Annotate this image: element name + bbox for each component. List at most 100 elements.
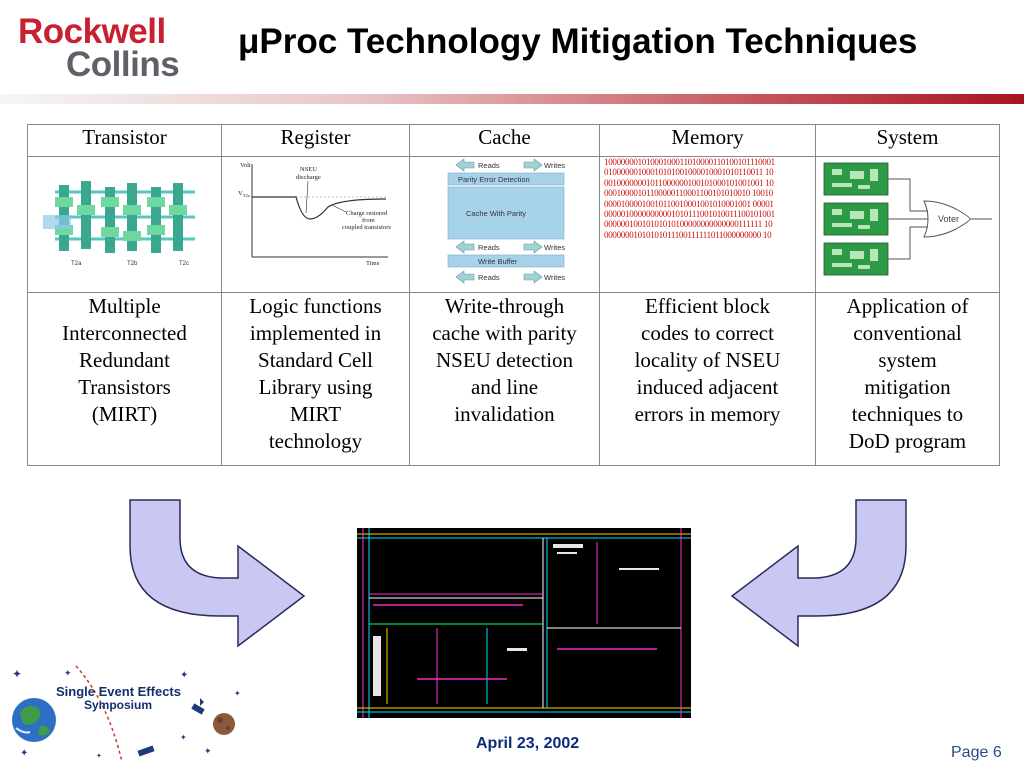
- desc-line: system: [878, 348, 937, 372]
- desc-memory: Efficient block codes to correct localit…: [599, 292, 816, 466]
- cache-with-parity-label: Cache With Parity: [466, 209, 526, 218]
- svg-text:✦: ✦: [20, 748, 28, 759]
- vt2a-label: VT2a: [238, 190, 250, 198]
- from-label: from: [362, 217, 375, 224]
- desc-line: techniques to: [851, 402, 964, 426]
- presentation-date: April 23, 2002: [476, 735, 580, 752]
- desc-line: cache with parity: [432, 321, 577, 345]
- transistor-layout-figure: T2a T2b T2c: [38, 173, 211, 267]
- memory-figure-cell: 1000000010100010001101000011010010111000…: [599, 156, 816, 293]
- desc-line: Standard Cell: [258, 348, 373, 372]
- voter-label: Voter: [938, 214, 959, 224]
- mitigation-table: Transistor Register Cache Memory System: [27, 124, 1000, 466]
- svg-text:✦: ✦: [180, 670, 188, 681]
- voter-system-diagram: Voter: [823, 162, 992, 276]
- cache-diagram: Reads Writes Parity Error Detection Cach…: [447, 158, 565, 284]
- microprocessor-die-image: [357, 528, 691, 718]
- desc-line: locality of NSEU: [634, 348, 781, 372]
- rockwell-collins-logo: Rockwell Collins: [18, 14, 208, 84]
- logo-line1: Rockwell: [18, 12, 166, 51]
- desc-register: Logic functions implemented in Standard …: [221, 292, 410, 466]
- svg-text:✦: ✦: [204, 746, 212, 756]
- desc-line: conventional: [853, 321, 962, 345]
- desc-line: (MIRT): [91, 402, 158, 426]
- desc-line: Redundant: [79, 348, 170, 372]
- writes-label-mid: Writes: [544, 243, 565, 252]
- desc-line: Transistors: [78, 375, 171, 399]
- page-title: μProc Technology Mitigation Techniques: [238, 22, 917, 62]
- write-buffer-label: Write Buffer: [478, 257, 518, 266]
- desc-line: codes to correct: [641, 321, 774, 345]
- desc-system: Application of conventional system mitig…: [815, 292, 1000, 466]
- transistor-figure-cell: T2a T2b T2c: [27, 156, 222, 293]
- t2c-label: T2c: [179, 261, 189, 267]
- title-divider: [0, 94, 1024, 104]
- cache-figure-cell: Reads Writes Parity Error Detection Cach…: [409, 156, 600, 293]
- reads-label-bottom: Reads: [478, 273, 500, 282]
- see-line1: Single Event Effects: [56, 684, 181, 699]
- nseu-discharge-graph: Volts VT2a NSEU discharge Charge restore…: [238, 162, 391, 267]
- memory-row: 00001000010010110010001001010001001 0000…: [604, 198, 774, 209]
- see-symposium-logo: ✦ ✦ ✦ ✦ ✦ ✦ ✦ ✦ Single Event Effects Sym…: [4, 662, 244, 766]
- charge-restored-label: Charge restored: [346, 210, 388, 217]
- desc-line: technology: [268, 429, 363, 453]
- desc-line: invalidation: [454, 402, 555, 426]
- desc-line: DoD program: [848, 429, 967, 453]
- desc-line: NSEU detection: [435, 348, 574, 372]
- parity-error-label: Parity Error Detection: [458, 175, 530, 184]
- nseu-label: NSEU: [300, 166, 317, 173]
- memory-row: 00010000101100000110001100101010010 1001…: [604, 188, 773, 199]
- volts-label: Volts: [240, 162, 254, 169]
- memory-row: 1000000010100010001101000011010010111000…: [604, 157, 775, 167]
- header-register: Register: [221, 124, 410, 157]
- desc-line: Interconnected: [62, 321, 187, 345]
- discharge-label: discharge: [296, 174, 321, 181]
- reads-label-mid: Reads: [478, 243, 500, 252]
- see-logo-graphic: ✦ ✦ ✦ ✦ ✦ ✦ ✦ ✦: [12, 665, 241, 763]
- memory-row: 01000000100010101001000010001010110011 1…: [604, 167, 774, 178]
- t2a-label: T2a: [71, 261, 82, 267]
- mu-symbol: μ: [238, 22, 260, 61]
- desc-line: implemented in: [249, 321, 382, 345]
- svg-text:✦: ✦: [12, 667, 22, 681]
- desc-line: Write-through: [444, 294, 565, 318]
- time-label: Time: [366, 260, 380, 267]
- desc-line: mitigation: [864, 375, 951, 399]
- desc-line: Library using: [258, 375, 373, 399]
- right-curved-arrow: [730, 499, 907, 648]
- desc-transistor: Multiple Interconnected Redundant Transi…: [27, 292, 222, 466]
- memory-row: 00000010010101010100000000000000111111 1…: [604, 219, 773, 230]
- svg-text:✦: ✦: [64, 668, 72, 678]
- title-text: Proc Technology Mitigation Techniques: [259, 22, 918, 61]
- desc-line: Logic functions: [249, 294, 382, 318]
- desc-line: Efficient block: [645, 294, 770, 318]
- memory-bit-grid: 1000000010100010001101000011010010111000…: [600, 157, 815, 240]
- desc-line: errors in memory: [634, 402, 781, 426]
- left-curved-arrow: [129, 499, 306, 648]
- page-number: Page 6: [951, 744, 1002, 761]
- header-transistor: Transistor: [27, 124, 222, 157]
- desc-line: Application of: [846, 294, 969, 318]
- header-cache: Cache: [409, 124, 600, 157]
- desc-cache: Write-through cache with parity NSEU det…: [409, 292, 600, 466]
- coupled-transistors-label: coupled transistors: [342, 224, 391, 231]
- header-system: System: [815, 124, 1000, 157]
- writes-label-bottom: Writes: [544, 273, 565, 282]
- system-figure-cell: Voter: [815, 156, 1000, 293]
- reads-label-top: Reads: [478, 161, 500, 170]
- writes-label-top: Writes: [544, 161, 565, 170]
- t2b-label: T2b: [127, 261, 138, 267]
- header-memory: Memory: [599, 124, 816, 157]
- register-figure-cell: Volts VT2a NSEU discharge Charge restore…: [221, 156, 410, 293]
- memory-row: 0000010000000000101011100101001110010100…: [604, 209, 775, 220]
- see-line2: Symposium: [84, 698, 153, 712]
- svg-text:✦: ✦: [234, 689, 241, 698]
- desc-line: and line: [470, 375, 539, 399]
- desc-line: induced adjacent: [636, 375, 779, 399]
- svg-text:✦: ✦: [180, 733, 187, 742]
- svg-text:✦: ✦: [96, 752, 102, 760]
- memory-row: 00100000001011000000100101000101001001 1…: [604, 177, 774, 188]
- memory-row: 00000001010101011100111111011000000000 1…: [604, 229, 772, 240]
- logo-line2: Collins: [66, 45, 180, 84]
- desc-line: MIRT: [289, 402, 342, 426]
